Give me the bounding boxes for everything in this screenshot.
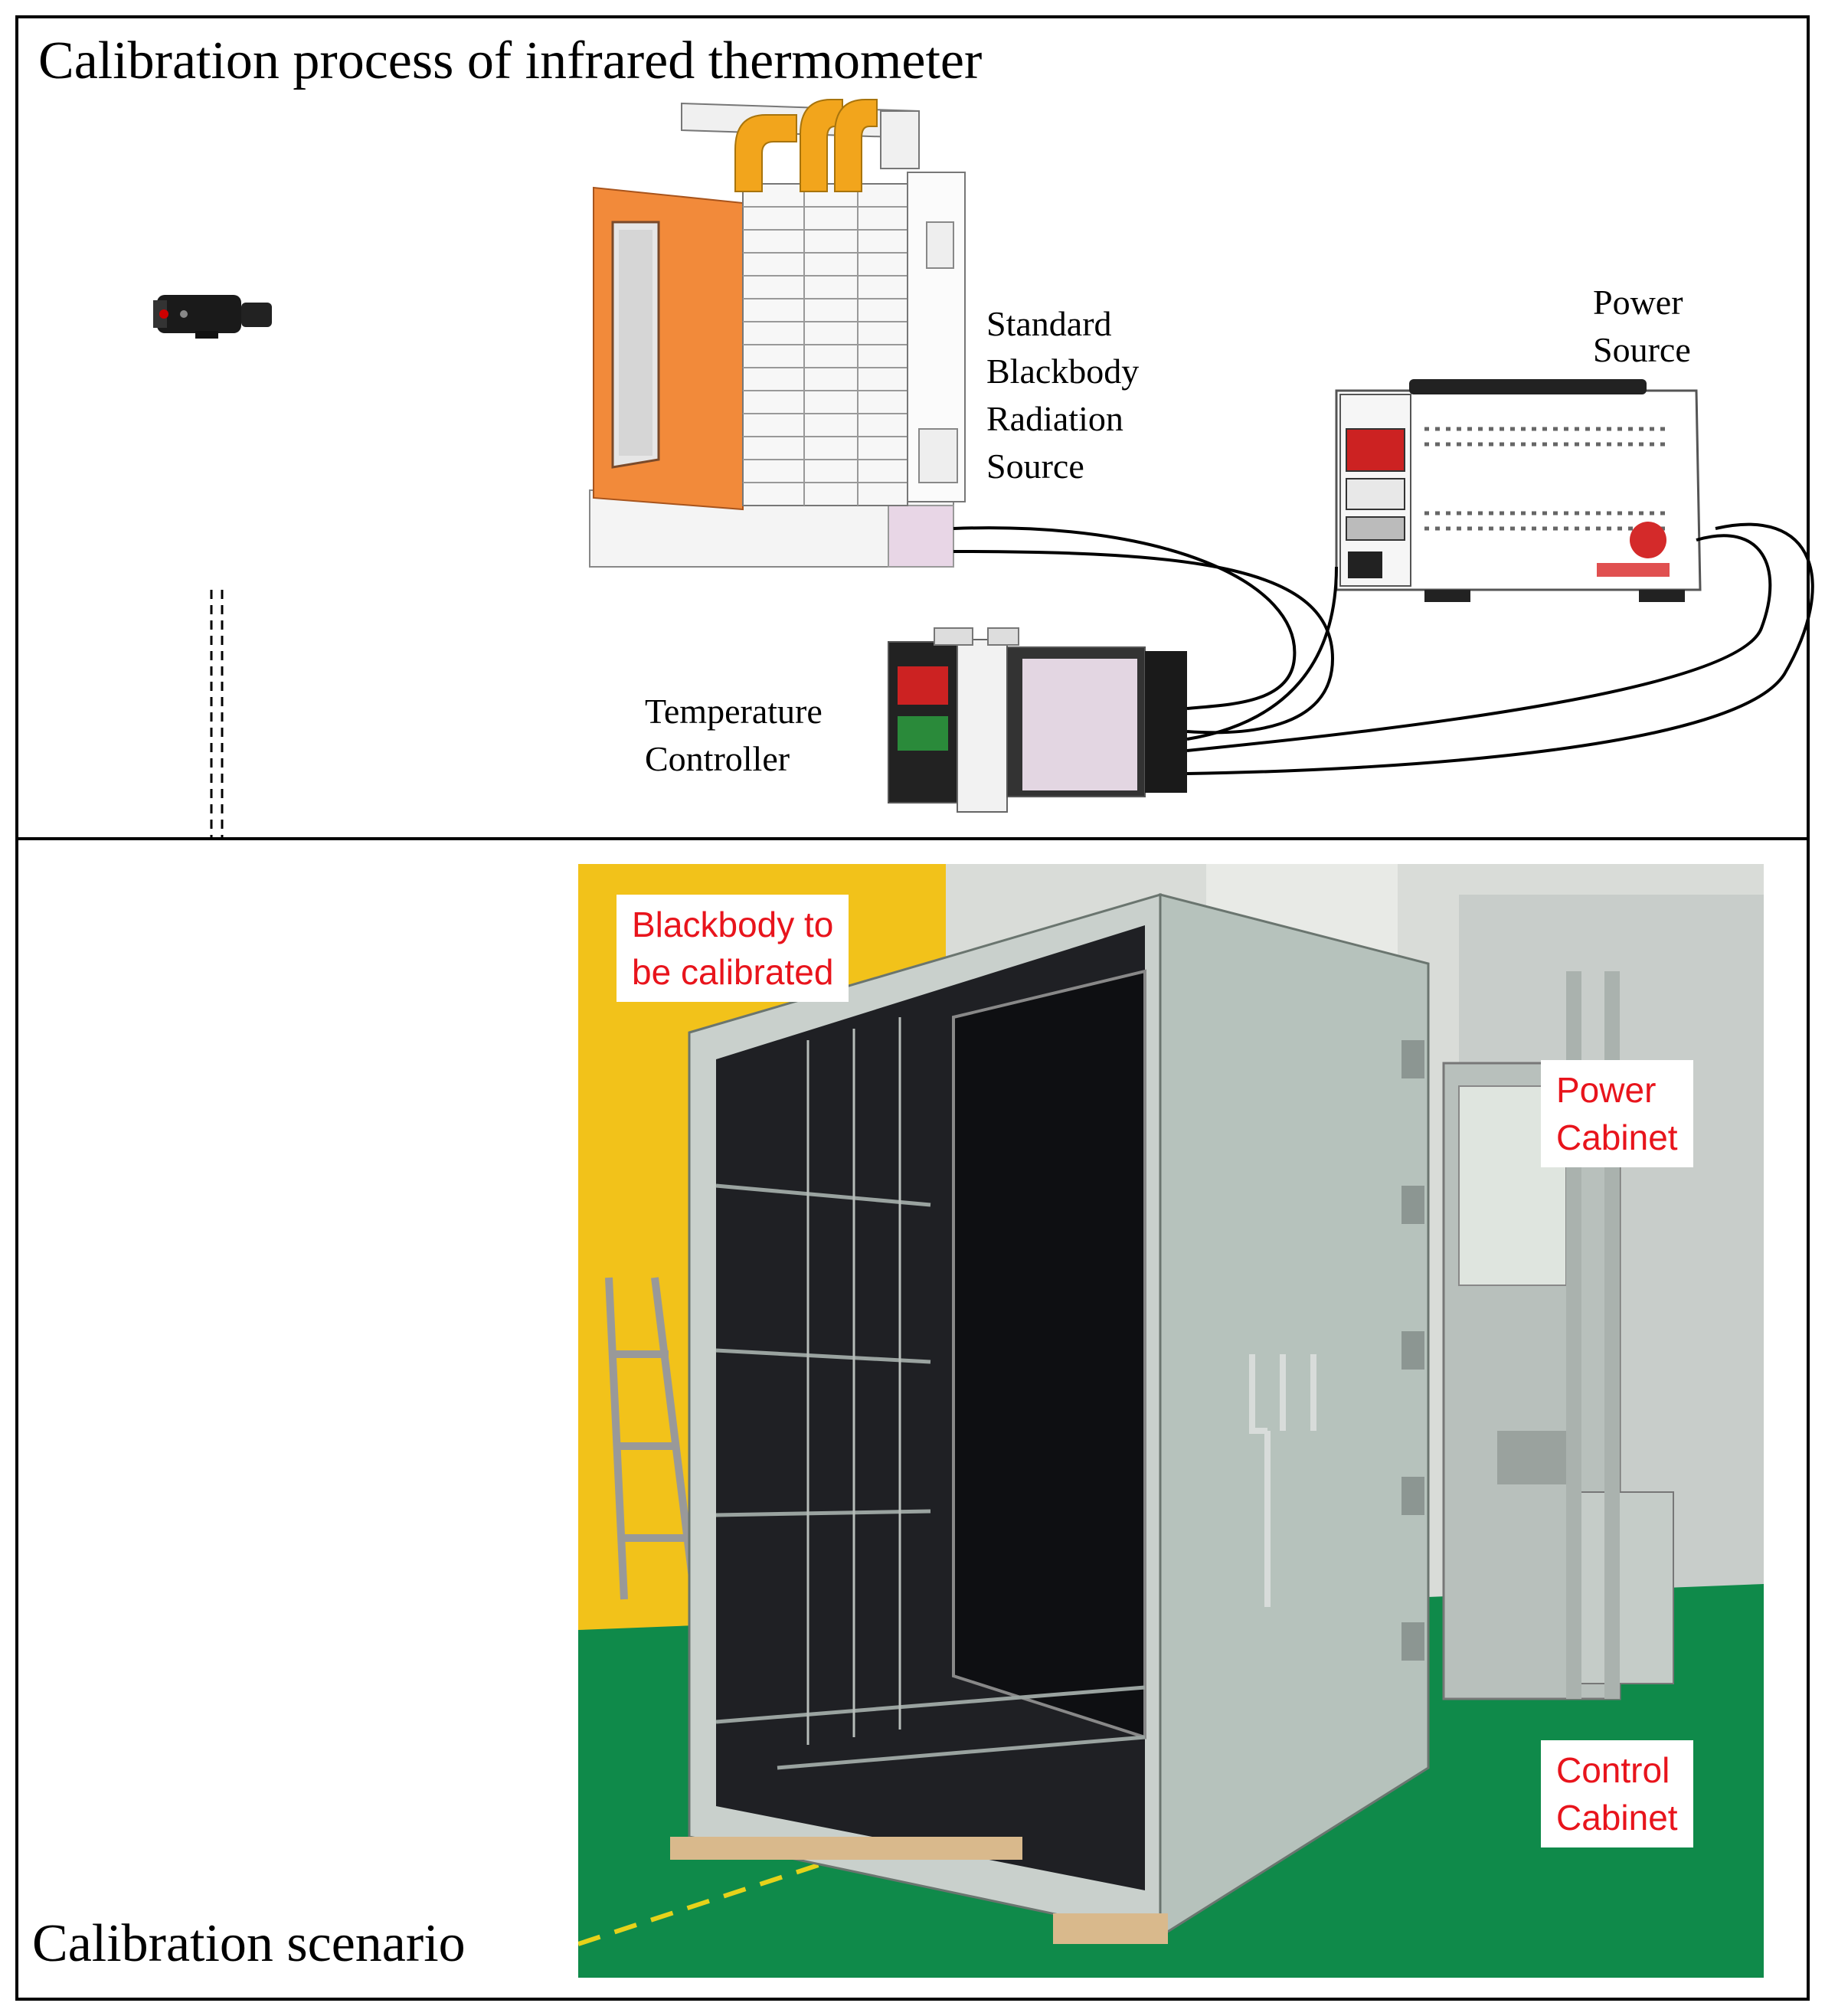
blackbody-source-illustration [589,99,966,568]
calibration-process-diagram [153,99,1814,837]
temperature-controller-label: Temperature Controller [645,692,823,778]
control-cabinet-label: Control Cabinet [1541,1740,1693,1847]
dashed-down-arrow [210,590,224,837]
top-panel-title: Calibration process of infrared thermome… [38,31,983,90]
figure-frame [15,15,1810,2001]
panel-divider [15,837,1810,840]
bottom-panel-title: Calibration scenario [32,1914,466,1973]
calibration-scenario-photo [578,864,1764,1978]
blackbody-to-be-calibrated-label: Blackbody to be calibrated [617,895,849,1002]
power-source-label: Power Source [1593,283,1691,369]
power-source-illustration [1335,379,1702,602]
cables [953,522,1814,775]
thermometer-icon [153,295,272,339]
blackbody-source-label: Standard Blackbody Radiation Source [986,304,1140,486]
temperature-controller-illustration [888,627,1187,813]
power-cabinet-label: Power Cabinet [1541,1060,1693,1167]
